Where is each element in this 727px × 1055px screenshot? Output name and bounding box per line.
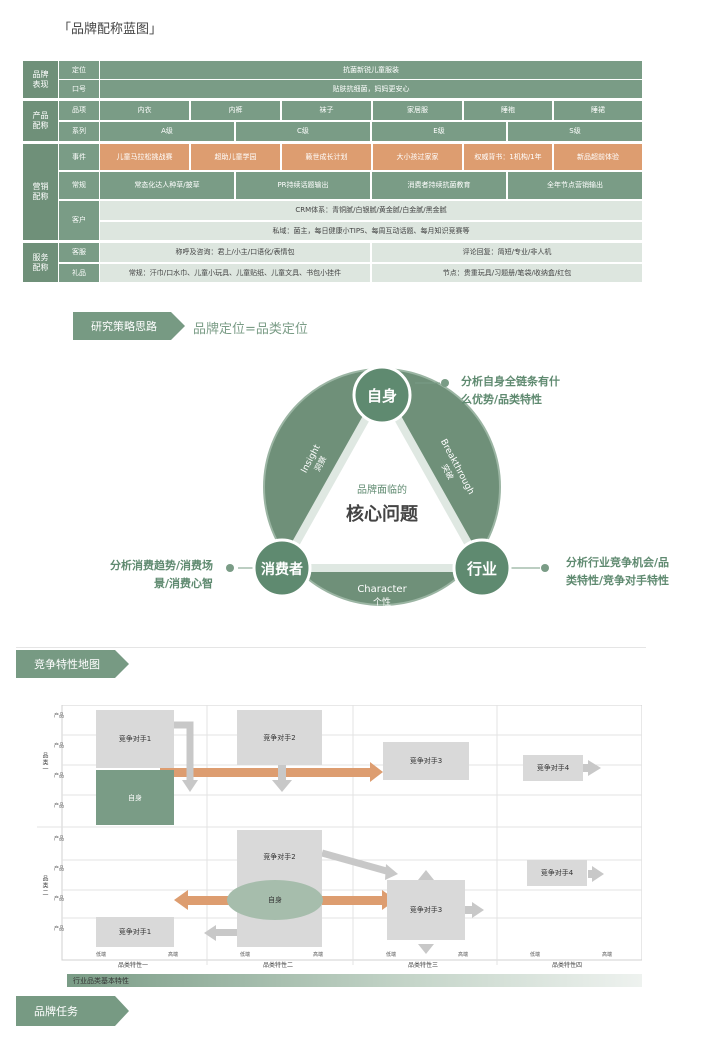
industry-label: 行业 [466, 560, 497, 578]
competitor-box: 竞争对手1 [96, 917, 174, 947]
product-category: 产品 配称 [23, 101, 58, 141]
research-hint: 品牌定位=品类定位 [193, 322, 308, 337]
regular-cell: 常态化达人种草/披草 [100, 172, 234, 199]
axis-low: 低端 [240, 952, 251, 958]
crm-cell: CRM体系：青铜腻/白银腻/黄金腻/白金腻/黑金腻 [100, 201, 642, 220]
regular-cell: 消费者持续抗菌教育 [372, 172, 506, 199]
slogan-label: 口号 [59, 80, 99, 98]
event-cell: 籁世成长计划 [282, 144, 371, 170]
slogan-value: 贴肤抗细菌，妈妈更安心 [100, 80, 642, 98]
series-label: 系列 [59, 122, 99, 141]
product-tick: 产品 [54, 743, 65, 749]
axis-high: 高端 [313, 952, 324, 958]
cs-cell: 称呼及咨询：君上/小主/口语化/表情包 [100, 243, 370, 262]
row-category: 品类一 [41, 752, 48, 773]
note-consumer: 分析消费趋势/消费场景/消费心智 [109, 559, 213, 590]
feature-label: 品类特性三 [408, 962, 439, 969]
consumer-node [252, 538, 312, 598]
regular-cell: 全年节点营销输出 [508, 172, 642, 199]
series-cell: C级 [236, 122, 370, 141]
brand-category: 品牌 表现 [23, 61, 58, 98]
service-category: 服务 配称 [23, 243, 58, 282]
series-cell: S级 [508, 122, 642, 141]
feature-label: 品类特性一 [118, 962, 149, 969]
event-cell: 新品超前体验 [554, 144, 642, 170]
gift-cell: 节点：贵重玩具/习题册/笔袋/收纳盒/红包 [372, 264, 642, 282]
gift-cell: 常规：汗巾/口水巾、儿童小玩具、儿童贴纸、儿童文具、书包小挂件 [100, 264, 370, 282]
axis-low: 低端 [530, 952, 541, 958]
mission-banner: 品牌任务 [16, 996, 129, 1026]
event-cell: 大小孩过家家 [373, 144, 462, 170]
self-node [352, 365, 412, 425]
edge-character-en: Character [357, 584, 407, 595]
page-title: 「品牌配称蓝图」 [58, 22, 163, 37]
axis-high: 高端 [602, 952, 613, 958]
category-cell: 内裤 [191, 101, 280, 120]
consumer-label: 消费者 [261, 561, 303, 578]
connector-dot [441, 379, 449, 387]
row-category: 品类二 [41, 875, 48, 896]
event-cell: 权威背书：1机构/1年 [464, 144, 552, 170]
competitor-box: 竞争对手3 [387, 880, 465, 940]
competitor-box: 竞争对手1 [96, 710, 174, 768]
series-cell: A级 [100, 122, 234, 141]
product-tick: 产品 [54, 773, 65, 779]
marketing-category: 营销 配称 [23, 144, 58, 240]
competition-banner: 竞争特性地图 [16, 650, 129, 678]
connector-dot [226, 564, 234, 572]
gift-label: 礼品 [59, 264, 99, 282]
inner-triangle [275, 381, 489, 572]
competitor-box: 竞争对手4 [527, 860, 587, 886]
category-cell: 内衣 [100, 101, 189, 120]
product-tick: 产品 [54, 926, 65, 932]
position-value: 抗菌新锐儿童服装 [100, 61, 642, 79]
self-label: 自身 [367, 387, 397, 405]
product-tick: 产品 [54, 896, 65, 902]
competitor-box: 竞争对手4 [523, 755, 583, 781]
competitor-box: 竞争对手2 [237, 710, 322, 765]
category-cell: 家居服 [373, 101, 462, 120]
self-ellipse: 自身 [227, 880, 323, 920]
product-tick: 产品 [54, 713, 65, 719]
center-big: 核心问题 [346, 503, 419, 525]
position-label: 定位 [59, 61, 99, 79]
regular-label: 常规 [59, 172, 99, 199]
category-cell: 睡裙 [554, 101, 642, 120]
industry-baseline-bar: 行业品类基本特性 [67, 974, 642, 987]
axis-low: 低端 [386, 952, 397, 958]
center-small: 品牌面临的 [357, 483, 407, 496]
edge-character-cn: 个性 [373, 596, 391, 608]
private-cell: 私域：菌主，每日健康小TIPS、每周互动话题、每月知识竞赛等 [100, 222, 642, 240]
self-box: 自身 [96, 770, 174, 825]
note-self: 分析自身全链条有什么优势/品类特性 [461, 375, 560, 406]
category-cell: 睡袍 [464, 101, 552, 120]
cs-cell: 评论回复：简短/专业/非人机 [372, 243, 642, 262]
product-tick: 产品 [54, 836, 65, 842]
product-tick: 产品 [54, 803, 65, 809]
industry-node [452, 538, 512, 598]
note-industry: 分析行业竞争机会/品类特性/竞争对手特性 [566, 556, 670, 587]
category-cell: 袜子 [282, 101, 371, 120]
customer-label: 客户 [59, 201, 99, 240]
item-label: 品项 [59, 101, 99, 120]
research-banner: 研究策略思路 [73, 312, 185, 340]
axis-high: 高端 [168, 952, 179, 958]
competitor-box: 竞争对手3 [383, 742, 469, 780]
regular-cell: PR持续话题输出 [236, 172, 370, 199]
axis-high: 高端 [458, 952, 469, 958]
feature-label: 品类特性二 [263, 962, 294, 969]
feature-label: 品类特性四 [552, 962, 583, 969]
product-tick: 产品 [54, 866, 65, 872]
event-cell: 超助儿童学园 [191, 144, 280, 170]
core-problem-diagram: 自身 消费者 行业 品牌面临的 核心问题 Insight 洞察 Breakthr… [226, 365, 549, 608]
series-cell: E级 [372, 122, 506, 141]
connector-dot [541, 564, 549, 572]
axis-low: 低端 [96, 952, 107, 958]
event-cell: 儿童马拉松挑战赛 [100, 144, 189, 170]
event-label: 事件 [59, 144, 99, 170]
cs-label: 客服 [59, 243, 99, 262]
